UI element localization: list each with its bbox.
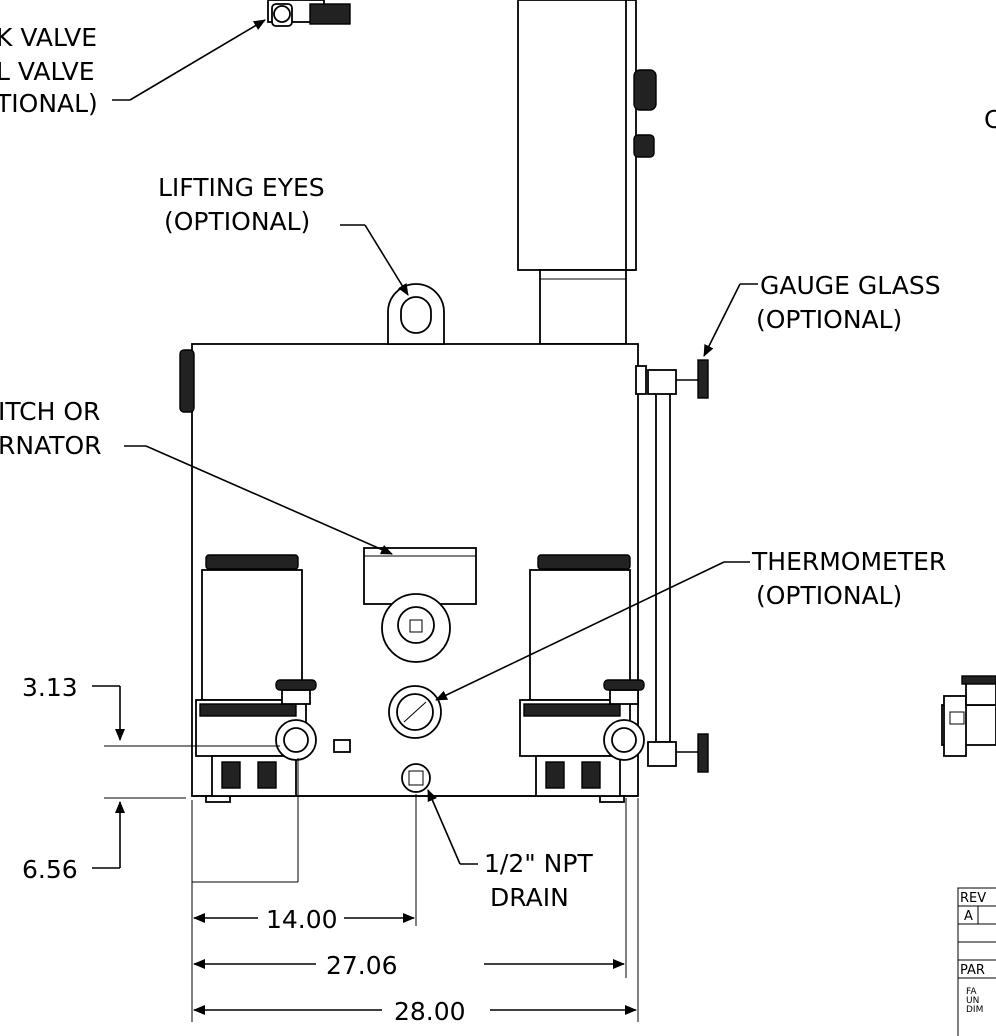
title-block-note-1: FA: [966, 987, 977, 997]
thermometer-label-1: THERMOMETER: [751, 547, 946, 576]
dim-6-56: 6.56: [22, 855, 78, 884]
title-block-note-3: DIM: [966, 1005, 983, 1015]
control-panel-drawing: [517, 0, 657, 345]
check-valve-label-3: TIONAL): [0, 89, 98, 118]
check-valve-leader: [129, 19, 266, 101]
callout-leaders: [124, 224, 758, 865]
check-valve-drawing: [267, 0, 351, 27]
dimension-lines: [92, 685, 639, 1022]
gauge-glass-label-2: (OPTIONAL): [756, 305, 902, 334]
thermometer-label-2: (OPTIONAL): [756, 581, 902, 610]
left-pump: [195, 554, 351, 797]
title-block-part: PAR: [960, 963, 985, 978]
title-block: [957, 887, 996, 1036]
thermometer-gauge: [388, 685, 442, 739]
gauge-glass: [647, 359, 709, 773]
lifting-eye: [387, 283, 445, 345]
check-valve-label-2: L VALVE: [0, 57, 95, 86]
title-block-rev: REV: [960, 891, 986, 906]
check-valve-label-1: K VALVE: [0, 23, 97, 52]
title-block-note-2: UN: [966, 996, 979, 1006]
side-valve-drawing: [941, 675, 996, 757]
drain-label-2: DRAIN: [490, 883, 569, 912]
dim-28-00: 28.00: [394, 997, 466, 1026]
switch-alternator-box: [363, 547, 477, 663]
dim-27-06: 27.06: [326, 951, 398, 980]
title-block-rev-value: A: [964, 909, 973, 924]
dim-3-13: 3.13: [22, 673, 78, 702]
cut-label-right: C: [984, 105, 996, 134]
lifting-eyes-label-1: LIFTING EYES: [158, 173, 325, 202]
switch-label-1: ITCH OR: [0, 397, 100, 426]
gauge-glass-label-1: GAUGE GLASS: [760, 271, 941, 300]
right-pump: [519, 554, 645, 797]
dim-14-00: 14.00: [266, 905, 338, 934]
switch-label-2: RNATOR: [0, 431, 102, 460]
drain-plug: [401, 763, 431, 793]
lifting-eyes-label-2: (OPTIONAL): [164, 207, 310, 236]
drain-label-1: 1/2" NPT: [484, 849, 593, 878]
